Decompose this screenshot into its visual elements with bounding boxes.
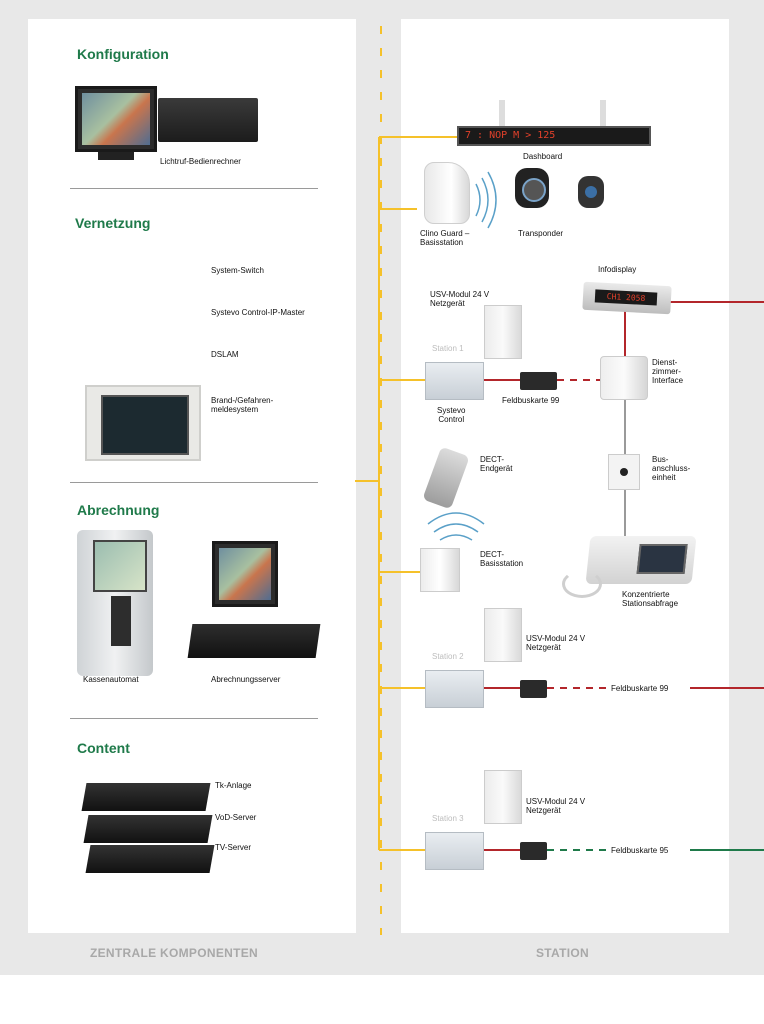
feldbuskarte-1-image — [520, 372, 557, 390]
feldbuskarte-3-image — [520, 842, 547, 860]
label-dect-end: DECT- Endgerät — [480, 455, 513, 473]
label-dslam: DSLAM — [211, 350, 239, 359]
wifi-arcs-clino — [475, 171, 497, 229]
section-title-content: Content — [77, 740, 130, 756]
label-feldbus2: Feldbuskarte 99 — [611, 684, 669, 693]
wifi-arcs-dect — [427, 512, 485, 541]
label-tk-anlage: Tk-Anlage — [215, 781, 252, 790]
dashboard-display: 7 : NOP M > 125 — [457, 126, 651, 146]
vod-server-image — [83, 815, 213, 843]
label-usv2: USV-Modul 24 V Netzgerät — [526, 634, 586, 652]
infodisplay-device: CH1 2058 — [582, 281, 672, 315]
dienstzimmer-interface-image — [600, 356, 648, 400]
bus-anschlusseinheit-image — [608, 454, 640, 490]
server-monitor-image — [212, 541, 278, 607]
transponder-watch-image — [515, 168, 549, 208]
label-usv3: USV-Modul 24 V Netzgerät — [526, 797, 586, 815]
infodisplay-screen: CH1 2058 — [594, 289, 658, 306]
feldbuskarte-2-image — [520, 680, 547, 698]
label-lichtruf: Lichtruf-Bedienrechner — [160, 157, 241, 166]
label-dect-basis: DECT- Basisstation — [480, 550, 524, 568]
label-usv1: USV-Modul 24 V Netzgerät — [430, 290, 490, 308]
label-kassenautomat: Kassenautomat — [83, 675, 139, 684]
station-2-label: Station 2 — [432, 652, 464, 661]
server-rack-image — [187, 624, 321, 658]
connection-wires — [355, 26, 764, 935]
label-abrechnungsserver: Abrechnungsserver — [211, 675, 281, 684]
tv-server-image — [85, 845, 215, 873]
usv-module-2-image — [484, 608, 522, 662]
divider — [70, 188, 318, 189]
fire-alarm-panel-image — [85, 385, 201, 461]
label-transponder: Transponder — [518, 229, 564, 238]
label-systevo: Systevo Control — [437, 406, 466, 424]
tk-server-image — [81, 783, 211, 811]
usv-module-3-image — [484, 770, 522, 824]
label-tv-server: TV-Server — [215, 843, 252, 852]
clino-guard-basisstation-image — [424, 162, 470, 224]
monitor-stand-image — [98, 152, 134, 160]
label-ip-master: Systevo Control-IP-Master — [211, 308, 305, 317]
label-bus: Bus- anschluss- einheit — [652, 455, 691, 482]
label-vod-server: VoD-Server — [215, 813, 257, 822]
station-3-controller — [425, 832, 484, 870]
label-system-switch: System-Switch — [211, 266, 264, 275]
monitor-image — [75, 86, 157, 152]
dect-basisstation-image — [420, 548, 460, 592]
kiosk-image — [77, 530, 153, 676]
label-dienst: Dienst- zimmer- Interface — [652, 358, 684, 385]
station-3-label: Station 3 — [432, 814, 464, 823]
label-feldbus3: Feldbuskarte 95 — [611, 846, 669, 855]
section-title-abrechnung: Abrechnung — [77, 502, 160, 518]
usv-module-1-image — [484, 305, 522, 359]
central-components-panel — [28, 19, 356, 933]
label-feldbus1: Feldbuskarte 99 — [502, 396, 560, 405]
station-1-label: Station 1 — [432, 344, 464, 353]
divider — [70, 482, 318, 483]
konzentrierte-stationsabfrage-image — [585, 536, 697, 584]
section-title-konfiguration: Konfiguration — [77, 46, 169, 62]
divider — [70, 718, 318, 719]
phone-cord-image — [562, 570, 602, 598]
footer-zentrale-komponenten: ZENTRALE KOMPONENTEN — [90, 946, 258, 960]
footer-station: STATION — [536, 946, 589, 960]
label-dashboard: Dashboard — [523, 152, 563, 161]
label-clino: Clino Guard – Basisstation — [420, 229, 470, 247]
transponder-small-image — [578, 176, 604, 208]
station-2-controller — [425, 670, 484, 708]
label-infodisplay: Infodisplay — [598, 265, 637, 274]
section-title-vernetzung: Vernetzung — [75, 215, 151, 231]
label-brand: Brand-/Gefahren- meldesystem — [211, 396, 274, 414]
pc-case-image — [158, 98, 258, 142]
label-konzentrierte: Konzentrierte Stationsabfrage — [622, 590, 679, 608]
dashboard-mount-left — [499, 100, 505, 126]
dashboard-mount-right — [600, 100, 606, 126]
station-1-controller — [425, 362, 484, 400]
